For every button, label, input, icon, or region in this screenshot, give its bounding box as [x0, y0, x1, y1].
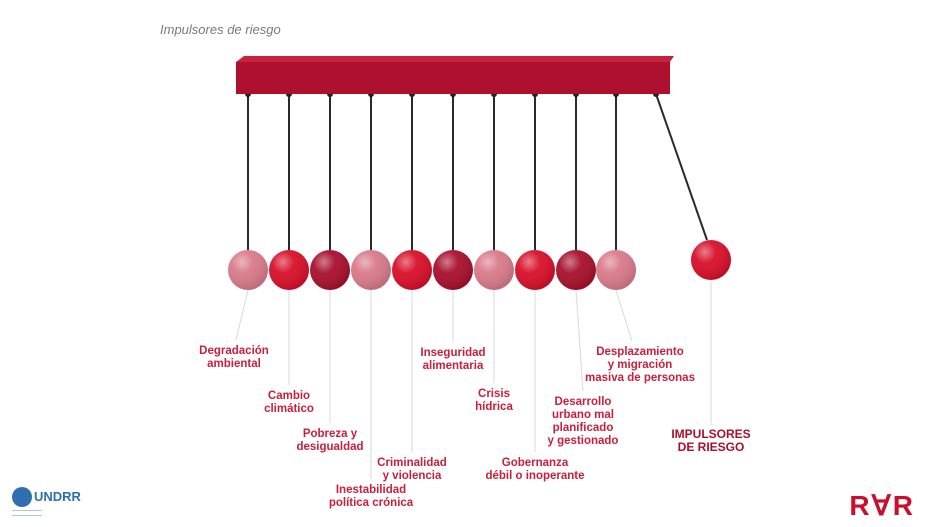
ball-highlight: [269, 250, 309, 290]
diagram-title: Impulsores de riesgo: [160, 22, 281, 37]
ball-highlight: [228, 250, 268, 290]
risk-driver-label: Desarrollo urbano mal planificado y gest…: [547, 396, 619, 447]
leader-line: [575, 289, 584, 392]
risk-driver-label: Inseguridad alimentaria: [420, 347, 486, 372]
ball-highlight: [515, 250, 555, 290]
impulsores-label: IMPULSORES DE RIESGO: [671, 427, 751, 454]
un-emblem-icon: [12, 487, 32, 507]
cradle-bar-top: [236, 56, 674, 62]
ball-highlight: [392, 250, 432, 290]
risk-driver-label: Desplazamiento y migración masiva de per…: [585, 346, 695, 384]
ball-highlight: [474, 250, 514, 290]
leader-line: [615, 289, 633, 342]
risk-driver-label: Gobernanza débil o inoperante: [485, 457, 585, 482]
ball-highlight: [691, 240, 731, 280]
swing-string: [655, 93, 708, 241]
risk-driver-label: Pobreza y desigualdad: [296, 428, 364, 453]
risk-driver-label: Criminalidad y violencia: [377, 457, 447, 482]
undrr-logo-subtext: ————————————: [12, 508, 42, 519]
ball-highlight: [310, 250, 350, 290]
risk-driver-label: Cambio climático: [264, 390, 314, 415]
leader-line: [235, 289, 249, 341]
rar-logo: R∀R: [849, 490, 915, 521]
ball-highlight: [351, 250, 391, 290]
risk-driver-label: Inestabilidad política crónica: [328, 484, 414, 509]
ball-highlight: [433, 250, 473, 290]
ball-highlight: [596, 250, 636, 290]
undrr-logo: UNDRR ————————————: [12, 486, 102, 520]
risk-driver-label: Degradación ambiental: [199, 345, 269, 370]
cradle-bar: [236, 62, 670, 94]
ball-highlight: [556, 250, 596, 290]
risk-driver-label: Crisis hídrica: [475, 388, 513, 413]
undrr-logo-text: UNDRR: [34, 489, 81, 504]
